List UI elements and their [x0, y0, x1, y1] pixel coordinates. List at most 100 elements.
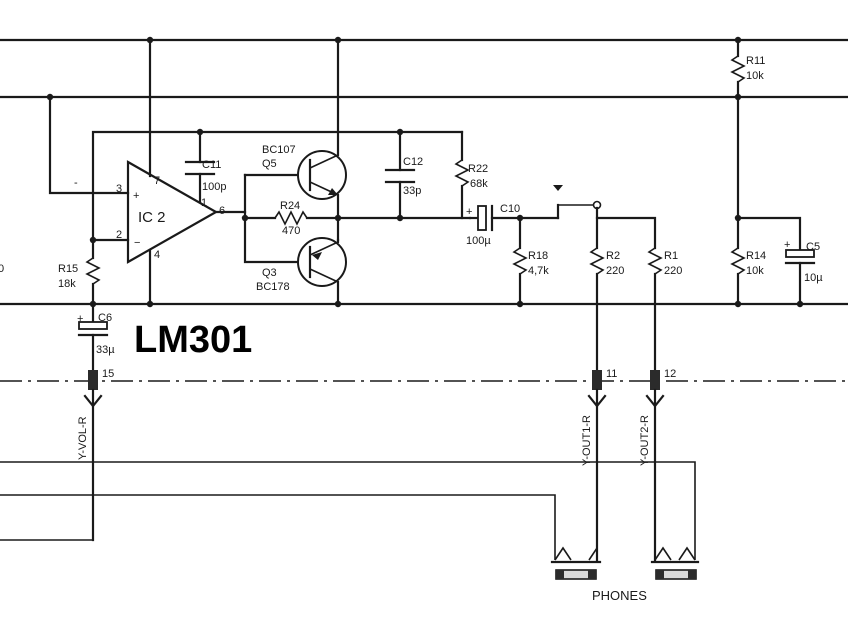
r2-value: 220 [606, 265, 624, 277]
connector-12: 12 Y-OUT2-R [639, 368, 676, 562]
r18-value: 4,7k [528, 265, 549, 277]
pin15-number: 15 [102, 368, 114, 380]
switch-arrow-icon [553, 185, 563, 191]
ic-pin-3: 3 [116, 183, 122, 195]
q3-type: BC178 [256, 281, 290, 293]
junction-dot [46, 93, 54, 101]
junction-dot [516, 300, 524, 308]
r11-body [730, 55, 746, 83]
c10-value: 100µ [466, 235, 491, 247]
c5-value: 10µ [804, 272, 823, 284]
junction-dot [241, 214, 249, 222]
pin15-block [88, 370, 98, 390]
r14-value: 10k [746, 265, 764, 277]
resistor-r2: R2 220 [589, 247, 624, 372]
ic-pin-1: 1 [201, 197, 207, 209]
capacitor-c10: + C10 100µ [466, 203, 560, 247]
q3-collector [309, 268, 339, 283]
r11-value: 10k [746, 70, 764, 82]
resistor-r22: R22 68k [454, 130, 488, 220]
c10-plus: + [466, 206, 472, 218]
junction-dot [334, 214, 342, 222]
resistor-r1: R1 220 [647, 247, 682, 372]
q5-collector [309, 154, 339, 169]
jack2-spring-right [678, 546, 696, 561]
resistor-r14: R14 10k [730, 247, 766, 306]
junction-dots [46, 36, 804, 308]
lower-wiring [0, 461, 696, 560]
r24-ref: R24 [280, 200, 300, 212]
c5-plus: + [784, 239, 790, 251]
junction-dot [146, 36, 154, 44]
junction-dot [396, 128, 404, 136]
lower-wire-2 [0, 494, 556, 560]
pin12-signal: Y-OUT2-R [639, 415, 651, 466]
r18-ref: R18 [528, 250, 548, 262]
ic-pin-4: 4 [154, 249, 160, 261]
q3-body [297, 237, 347, 287]
junction-dot [334, 36, 342, 44]
chip-title: LM301 [134, 319, 252, 361]
r1-ref: R1 [664, 250, 678, 262]
r18-body [512, 247, 528, 275]
c6-value: 33µ [96, 344, 115, 356]
junction-dot [89, 300, 97, 308]
phones-label: PHONES [592, 588, 647, 603]
opamp-wiring [48, 38, 464, 306]
c5-ref: C5 [806, 241, 820, 253]
switch-out-wire [595, 206, 657, 250]
stray-zero: 0 [0, 263, 4, 275]
connector-11: 11 Y-OUT1-R [581, 368, 617, 562]
q5-ref: Q5 [262, 158, 277, 170]
junction-dot [396, 214, 404, 222]
base-bus [243, 173, 304, 264]
resistor-r24: R24 470 [243, 200, 472, 237]
phone-jack-2 [650, 546, 700, 580]
pin12-block [650, 370, 660, 390]
junction-dot [734, 93, 742, 101]
r22-ref: R22 [468, 163, 488, 175]
r2-body [589, 247, 605, 275]
r1-body [647, 247, 663, 275]
r22-body [454, 159, 470, 187]
pin11-block [592, 370, 602, 390]
junction-dot [334, 300, 342, 308]
r24-value: 470 [282, 225, 300, 237]
pin3-wire [48, 95, 130, 195]
q5-body [297, 150, 347, 200]
resistor-r11: R11 10k [730, 38, 765, 250]
jack1-sleeve [588, 570, 596, 579]
c5-plate-pos [785, 249, 815, 258]
transistor-q3: Q3 BC178 [256, 237, 347, 306]
jack2-spring-left [654, 546, 672, 561]
capacitor-c6: + C6 33µ [77, 312, 115, 374]
c6-plate-pos [78, 321, 108, 330]
r24-body [274, 210, 308, 226]
rails [0, 38, 848, 382]
c11-ref: C11 [202, 159, 221, 171]
junction-dot [146, 300, 154, 308]
opamp-ic2: IC 2 + − 3 2 7 4 1 6 [116, 160, 225, 264]
c6-ref: C6 [98, 312, 112, 324]
jack1-tip [556, 570, 564, 579]
q3-ref: Q3 [262, 267, 277, 279]
c12-ref: C12 [403, 156, 423, 168]
junction-dot [734, 300, 742, 308]
q3-arrow-icon [312, 252, 322, 260]
junction-dot [734, 214, 742, 222]
transistor-q5: BC107 Q5 [262, 38, 347, 242]
jack1-spring-right [588, 545, 598, 561]
junction-dot [89, 236, 97, 244]
pin11-signal: Y-OUT1-R [581, 415, 593, 466]
junction-dot [796, 300, 804, 308]
c12-value: 33p [403, 185, 421, 197]
feedback-wire [91, 130, 464, 242]
r15-ref: R15 [58, 263, 78, 275]
junction-dot [516, 214, 524, 222]
pin11-number: 11 [606, 368, 617, 380]
r14-body [730, 247, 746, 275]
ic-pin-7: 7 [154, 175, 160, 187]
q5-type: BC107 [262, 144, 296, 156]
ic-name: IC 2 [138, 209, 166, 226]
ic-plus-sign: + [133, 190, 139, 202]
